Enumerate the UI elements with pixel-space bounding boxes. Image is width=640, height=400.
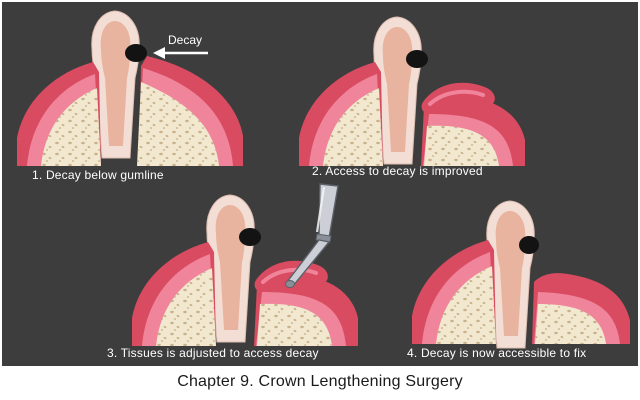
panel-4-illustration xyxy=(412,200,630,349)
panel-4-caption: 4. Decay is now accessible to fix xyxy=(407,346,587,360)
gum-left xyxy=(412,240,496,344)
panel-1-illustration: Decay xyxy=(17,10,243,166)
panel-3-illustration xyxy=(132,183,358,346)
gum-right-flap xyxy=(421,82,525,166)
decay-spot xyxy=(125,44,147,62)
panel-2-illustration xyxy=(299,16,525,166)
gum-left xyxy=(132,242,216,346)
footer-title: Chapter 9. Crown Lengthening Surgery xyxy=(177,373,463,390)
dental-instrument xyxy=(285,183,339,288)
panel-3-caption: 3. Tissues is adjusted to access decay xyxy=(107,346,319,360)
panel-2-caption: 2. Access to decay is improved xyxy=(312,164,483,178)
gum-right xyxy=(137,56,243,166)
gum-left xyxy=(17,62,101,166)
decay-arrow-icon xyxy=(153,47,208,59)
gum-left xyxy=(299,62,383,166)
decay-spot xyxy=(519,236,539,254)
panel-1-caption: 1. Decay below gumline xyxy=(32,168,164,182)
decay-spot xyxy=(239,228,261,246)
decay-annotation-label: Decay xyxy=(168,33,202,47)
footer-bar: Chapter 9. Crown Lengthening Surgery xyxy=(2,366,638,398)
gum-right xyxy=(532,273,630,344)
gum-right-flap xyxy=(254,260,358,346)
decay-spot xyxy=(406,50,428,68)
